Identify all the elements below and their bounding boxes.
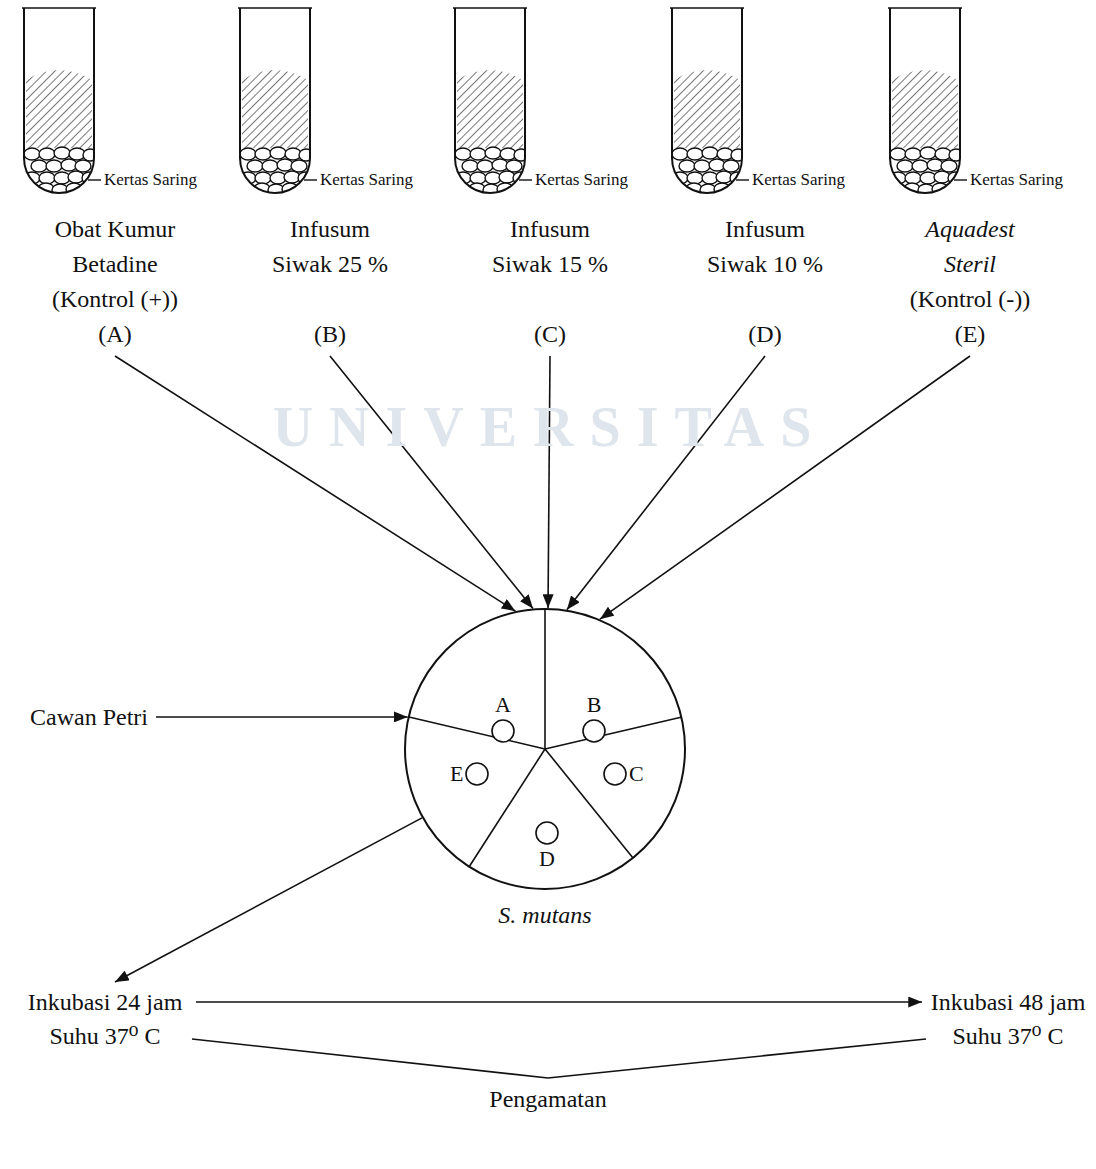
flow-arrow <box>548 356 550 608</box>
node-text: (Kontrol (+)) <box>30 282 200 317</box>
node-text: Aquadest Steril <box>900 212 1040 282</box>
result-label: Pengamatan <box>478 1082 618 1116</box>
node-text: (D) <box>700 317 830 352</box>
test-tube <box>453 8 528 196</box>
well-letter: E <box>450 762 463 786</box>
node-text: Infusum Siwak 15 % <box>485 212 615 282</box>
watermark: UNIVERSITAS <box>120 395 980 459</box>
well-circle <box>491 719 515 743</box>
node-text: Pengamatan <box>478 1082 618 1116</box>
well-circle <box>535 821 559 845</box>
well-marker: D <box>535 821 559 871</box>
well-circle <box>582 719 606 743</box>
part-label: Kertas Saring <box>752 170 845 190</box>
well-letter: A <box>495 693 511 717</box>
node-text: Inkubasi 24 jam Suhu 37⁰ C <box>20 985 190 1053</box>
sample-label: Aquadest Steril(Kontrol (-))(E) <box>900 212 1040 352</box>
node-text: Infusum Siwak 25 % <box>265 212 395 282</box>
flow-arrow <box>115 818 422 982</box>
node-text: Cawan Petri <box>30 700 148 734</box>
step-label: Inkubasi 24 jam Suhu 37⁰ C <box>20 985 190 1053</box>
leader-line <box>519 179 532 180</box>
node-text: Infusum Siwak 10 % <box>700 212 830 282</box>
flow-arrow <box>330 356 533 609</box>
leader-line <box>736 179 749 180</box>
dish-label: Cawan Petri <box>30 700 148 734</box>
well-letter: D <box>539 847 555 871</box>
flow-arrow <box>192 1039 548 1078</box>
sample-label: Infusum Siwak 25 % (B) <box>265 212 395 352</box>
flow-arrow <box>196 1001 922 1003</box>
node-text: (E) <box>900 317 1040 352</box>
flow-arrow <box>115 356 515 611</box>
well-circle <box>603 762 627 786</box>
test-tube <box>22 8 97 196</box>
node-text: Inkubasi 48 jam Suhu 37⁰ C <box>928 985 1088 1053</box>
test-tube <box>670 8 745 196</box>
test-tube <box>238 8 313 196</box>
well-marker: A <box>491 693 515 743</box>
test-tube <box>888 8 963 196</box>
node-text: (B) <box>265 317 395 352</box>
part-label: Kertas Saring <box>104 170 197 190</box>
well-marker: C <box>603 762 644 786</box>
sample-label: Infusum Siwak 10 % (D) <box>700 212 830 352</box>
node-text: Obat Kumur Betadine <box>30 212 200 282</box>
node-text: (A) <box>30 317 200 352</box>
sample-label: Obat Kumur Betadine(Kontrol (+))(A) <box>30 212 200 352</box>
leader-line <box>304 179 317 180</box>
leader-line <box>88 179 101 180</box>
well-circle <box>465 762 489 786</box>
flow-arrow <box>156 716 408 718</box>
node-text: (Kontrol (-)) <box>900 282 1040 317</box>
step-label: Inkubasi 48 jam Suhu 37⁰ C <box>928 985 1088 1053</box>
well-marker: E <box>450 762 489 786</box>
flow-arrow <box>548 1039 926 1078</box>
petri-dish: S. mutansABCDE <box>404 608 686 890</box>
well-letter: C <box>629 762 644 786</box>
organism-name: S. mutans <box>404 900 686 930</box>
part-label: Kertas Saring <box>320 170 413 190</box>
node-text: (C) <box>485 317 615 352</box>
flow-arrow <box>600 356 970 619</box>
sample-label: Infusum Siwak 15 % (C) <box>485 212 615 352</box>
part-label: Kertas Saring <box>970 170 1063 190</box>
part-label: Kertas Saring <box>535 170 628 190</box>
leader-line <box>954 179 967 180</box>
well-letter: B <box>587 693 602 717</box>
well-marker: B <box>582 693 606 743</box>
